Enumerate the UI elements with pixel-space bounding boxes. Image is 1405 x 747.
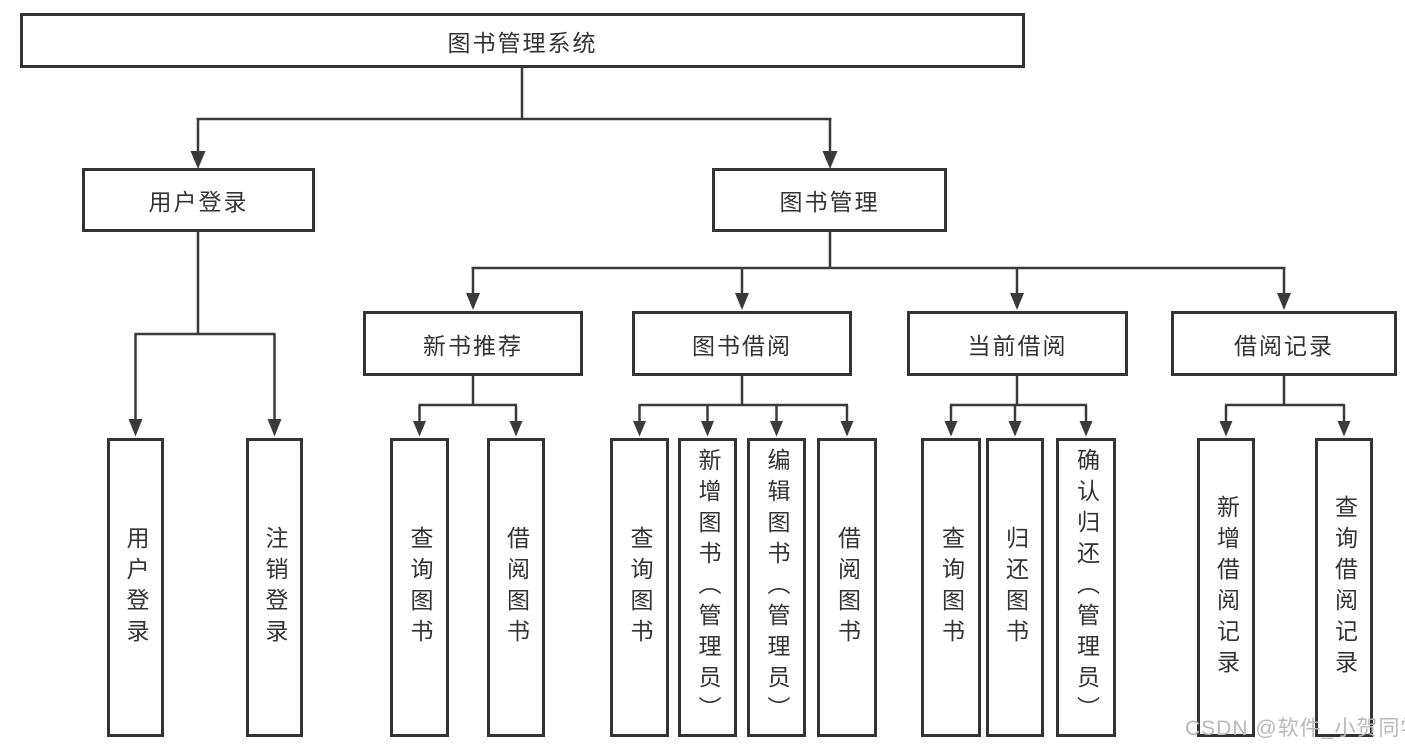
leaf-user-login: 用户登录 <box>107 438 164 737</box>
connector-book-borrow-branch <box>633 376 854 437</box>
connector-book-mgmt-to-level3 <box>466 232 1291 310</box>
node-root-system: 图书管理系统 <box>20 13 1025 68</box>
leaf-add-borrow-record: 新增借阅记录 <box>1197 438 1255 737</box>
node-book-borrowing: 图书借阅 <box>632 311 852 376</box>
leaf-edit-books-admin: 编辑图书（管理员） <box>747 438 806 737</box>
leaf-confirm-return-admin: 确认归还（管理员） <box>1056 438 1116 737</box>
node-user-login: 用户登录 <box>82 168 315 232</box>
connector-current-borrow-branch <box>944 376 1093 437</box>
leaf-return-books: 归还图书 <box>986 438 1044 737</box>
connector-user-login-branch <box>128 232 282 437</box>
leaf-logout: 注销登录 <box>246 438 303 737</box>
node-book-management: 图书管理 <box>712 168 947 232</box>
node-new-book-recommend: 新书推荐 <box>363 311 583 376</box>
connector-root-to-level2 <box>190 68 838 169</box>
leaf-query-borrow-record: 查询借阅记录 <box>1315 438 1373 737</box>
connector-new-books-branch <box>413 376 523 437</box>
leaf-borrow-books: 借阅图书 <box>817 438 877 737</box>
leaf-query-books-current: 查询图书 <box>921 438 981 737</box>
connector-borrow-records-branch <box>1219 376 1351 437</box>
node-current-borrowing: 当前借阅 <box>907 311 1128 376</box>
node-borrow-records: 借阅记录 <box>1171 311 1397 376</box>
leaf-query-books-borrowing: 查询图书 <box>610 438 669 737</box>
leaf-query-books-recommend: 查询图书 <box>390 438 449 737</box>
leaf-borrow-books-recommend: 借阅图书 <box>487 438 545 737</box>
leaf-add-books-admin: 新增图书（管理员） <box>678 438 737 737</box>
csdn-watermark: CSDN @软件_小贺同学 <box>1185 717 1405 740</box>
